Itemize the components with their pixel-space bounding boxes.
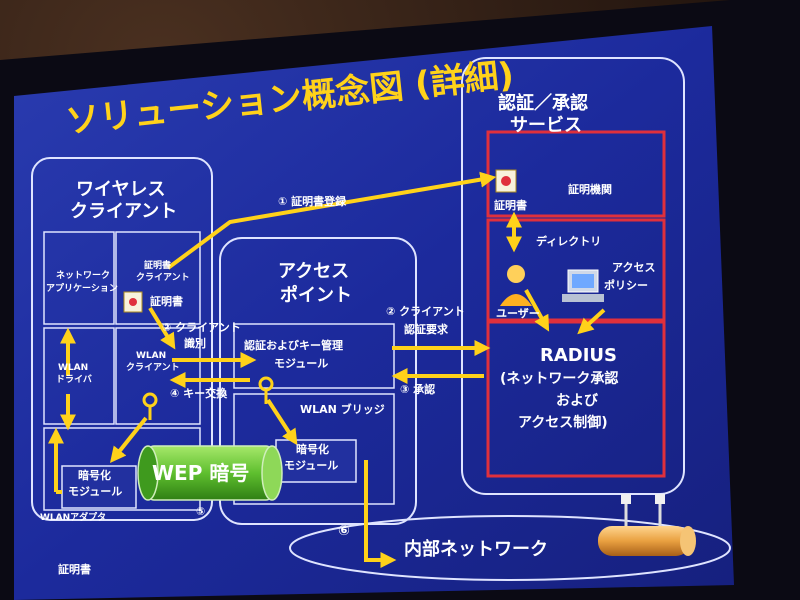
client-crypto-label-1: 暗号化 (78, 469, 111, 482)
arrow-key-to-ap-crypto (266, 398, 298, 446)
policy-label-2: ポリシー (604, 279, 648, 292)
certificate-icon (123, 291, 143, 313)
auth-service-title-1: 認証／承認 (498, 93, 588, 114)
wep-cylinder (137, 445, 283, 501)
auth-service-title-2: サービス (510, 115, 582, 136)
step-5-label: ⑤ (196, 505, 206, 518)
wlan-driver-box (43, 327, 115, 425)
wlan-adapter-label: WLANアダプタ (40, 513, 107, 523)
step-1-label: ① 証明書登録 (278, 195, 347, 208)
client-crypto-box (61, 465, 137, 509)
flow-arrows (48, 171, 606, 568)
net-app-label-2: アプリケーション (46, 284, 118, 294)
radius-label-1: RADIUS (540, 345, 618, 366)
ap-crypto-label-1: 暗号化 (296, 443, 329, 456)
net-app-label-1: ネットワーク (56, 271, 111, 281)
step-2b-label-1: ② クライアント (386, 305, 465, 318)
radius-label-2: (ネットワーク承認 (500, 371, 619, 387)
internal-network-oval (289, 515, 731, 581)
cert-client-label-3: 証明書 (150, 295, 183, 308)
ca-label: 証明機関 (568, 183, 612, 196)
cert-client-label-2: クライアント (136, 273, 190, 283)
client-crypto-label-2: モジュール (68, 485, 123, 498)
user-icon (500, 265, 532, 306)
ap-auth-module-box (233, 323, 395, 389)
step-6-label: ⑥ (338, 523, 350, 539)
wlan-client-label-2: クライアント (126, 363, 180, 373)
wireless-client-title-1: ワイヤレス (76, 179, 166, 200)
directory-label: ディレクトリ (536, 235, 602, 248)
ap-crypto-label-2: モジュール (284, 459, 339, 472)
ap-auth-module-label-1: 認証およびキー管理 (244, 339, 343, 352)
arrow-to-internal (364, 460, 397, 568)
directory-box (486, 218, 666, 322)
radius-label-4: アクセス制御) (518, 415, 608, 431)
key-icon (142, 392, 158, 420)
internal-network-label: 内部ネットワーク (404, 539, 548, 560)
wlan-driver-label-2: ドライバ (56, 375, 92, 385)
wlan-client-label-1: WLAN (136, 351, 167, 361)
access-point-title-1: アクセス (278, 261, 350, 282)
arrow-cert-registration (166, 171, 497, 270)
wlan-client-box (115, 327, 201, 425)
net-app-box (43, 231, 115, 325)
ap-auth-module-label-2: モジュール (274, 357, 329, 370)
access-point-title-2: ポイント (280, 285, 352, 306)
wireless-client-panel (31, 157, 213, 521)
step-2b-label-2: 認証要求 (404, 323, 448, 336)
auth-service-panel (461, 57, 685, 495)
certificate-icon (495, 169, 517, 193)
footer-cert-label: 証明書 (58, 563, 91, 576)
computer-icon (562, 269, 604, 302)
policy-label-1: アクセス (612, 261, 656, 274)
arrow-directory-to-radius-left (524, 289, 550, 332)
step-2a-label-2: 識別 (184, 337, 206, 350)
network-pipe-icon (598, 494, 696, 556)
wireless-client-title-2: クライアント (70, 201, 178, 222)
step-3-label: ③ 承認 (400, 383, 436, 396)
wlan-driver-label-1: WLAN (58, 363, 89, 373)
key-icon (258, 376, 274, 404)
arrow-cert-to-client (148, 306, 176, 350)
step-4-label: ④ キー交換 (170, 387, 228, 400)
radius-box (486, 320, 666, 478)
arrow-key-to-crypto (110, 416, 148, 463)
arrow-directory-to-radius-right (577, 308, 606, 335)
ca-cert-label: 証明書 (494, 199, 527, 212)
user-label: ユーザー (496, 307, 540, 320)
wep-label: WEP 暗号 (152, 461, 250, 485)
ap-bridge-label: WLAN ブリッジ (300, 403, 385, 416)
ap-crypto-box (275, 439, 357, 483)
cert-client-label-1: 証明書 (144, 261, 172, 271)
step-2a-label-1: ② クライアント (162, 321, 241, 334)
radius-label-3: および (556, 393, 598, 409)
